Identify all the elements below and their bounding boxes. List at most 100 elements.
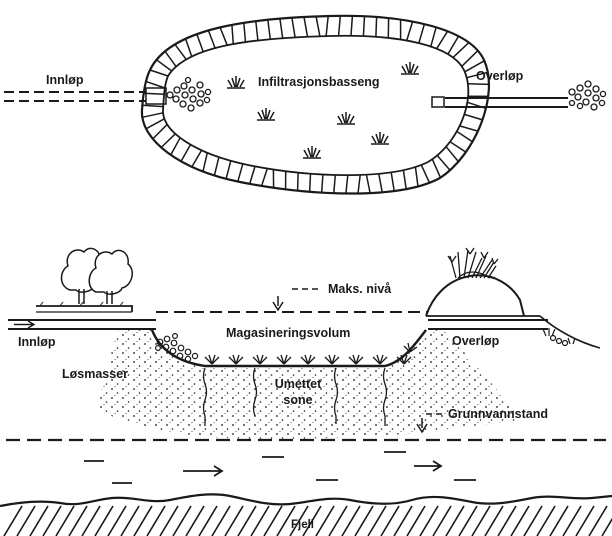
slope-tick [153, 124, 167, 138]
vegetation-tuft [229, 355, 243, 364]
groundwater-flow [84, 452, 476, 483]
vegetation-tuft [257, 108, 275, 120]
bowl-vegetation [205, 343, 417, 364]
slope-tick [171, 138, 180, 155]
slope-tick [462, 51, 478, 67]
slope-tick [203, 153, 207, 172]
slope-tick [437, 31, 448, 48]
vegetation-tuft [253, 355, 267, 364]
basin-inner-edge [163, 36, 468, 175]
plan-basin-label: Infiltrasjonsbasseng [258, 76, 380, 89]
plan-inlet-label: Innløp [46, 74, 84, 87]
tree-icon [62, 248, 133, 304]
slope-tick [446, 147, 458, 162]
slope-tick [391, 172, 394, 191]
vegetation-tuft [301, 355, 315, 364]
plan-overflow-stones [569, 81, 606, 110]
slope-tick [431, 27, 436, 46]
bedrock-label: Fjell [291, 520, 314, 532]
slope-tick [464, 114, 482, 120]
slope-tick [197, 34, 203, 52]
slope-tick [262, 169, 268, 186]
slope-tick [351, 16, 352, 36]
slope-tick [358, 175, 360, 194]
slope-tick [250, 166, 255, 184]
storage-volume-label: Magasineringsvolum [226, 327, 350, 340]
slope-tick [292, 18, 295, 38]
slope-tick [268, 20, 271, 40]
slope-tick [366, 175, 370, 194]
vegetation-tuft [337, 112, 355, 124]
slope-tick [304, 17, 308, 37]
slope-tick [175, 44, 186, 59]
groundwater-label: Grunnvannstand [448, 408, 548, 421]
slope-tick [363, 16, 364, 36]
section-overflow-pipe [428, 320, 548, 329]
slope-tick [192, 150, 202, 167]
slope-tick [181, 145, 190, 162]
slope-tick [146, 81, 165, 88]
unsaturated-zone-label-line2: sone [268, 394, 328, 407]
slope-tick [419, 24, 425, 43]
slope-tick [468, 84, 489, 85]
vegetation-tuft [227, 76, 245, 88]
shrub-icon [448, 248, 498, 278]
max-level-arrow [273, 296, 283, 310]
slope-tick [238, 164, 243, 182]
section-overflow-label: Overløp [452, 335, 499, 348]
slope-tick [346, 175, 348, 193]
slope-tick [326, 16, 328, 36]
unsaturated-zone-label-line1: Umettet [268, 378, 328, 391]
slope-tick [334, 175, 336, 193]
soil-label: Løsmasser [62, 368, 128, 381]
slope-tick [421, 165, 429, 183]
vegetation-tuft [325, 355, 339, 364]
slope-tick [415, 167, 418, 186]
slope-tick [232, 25, 233, 44]
vegetation-tuft [401, 62, 419, 74]
plan-inlet-stones [167, 78, 211, 112]
slope-tick [280, 19, 283, 39]
slope-tick [403, 170, 406, 189]
slope-tick [226, 161, 231, 179]
plan-view [4, 16, 606, 194]
slope-tick [298, 173, 299, 191]
slope-tick [157, 60, 172, 71]
section-view [0, 248, 612, 536]
vegetation-tuft [373, 355, 387, 364]
plan-overflow-pipe [432, 97, 568, 107]
slope-tick [244, 23, 246, 42]
slope-tick [450, 142, 466, 152]
slope-tick [150, 70, 168, 76]
slope-tick [448, 36, 459, 54]
slope-tick [256, 21, 258, 40]
section-inlet-label: Innløp [18, 336, 56, 349]
section-inlet-pipe [8, 320, 156, 329]
vegetation-tuft [349, 355, 363, 364]
vegetation-tuft [303, 146, 321, 158]
slope-tick [432, 159, 440, 178]
vegetation-tuft [205, 355, 219, 364]
slope-tick [379, 174, 382, 193]
slope-tick [186, 39, 192, 57]
vegetation-tuft [371, 132, 389, 144]
vegetation-tuft [277, 355, 291, 364]
slope-tick [457, 131, 473, 141]
slope-tick [316, 16, 320, 36]
plan-overflow-label: Overløp [476, 70, 523, 83]
slope-tick [437, 156, 450, 171]
slope-tick [165, 51, 176, 66]
slope-tick [322, 175, 323, 193]
slope-tick [208, 30, 215, 48]
slope-tick [376, 17, 377, 37]
slope-tick [453, 43, 469, 58]
slope-tick [142, 105, 163, 106]
slope-tick [144, 93, 164, 94]
slope-tick [460, 126, 478, 131]
slope-tick [161, 134, 175, 148]
slope-tick [310, 174, 311, 192]
max-level-label: Maks. nivå [328, 283, 391, 296]
slope-tick [142, 113, 163, 118]
bedrock-surface [0, 494, 612, 506]
